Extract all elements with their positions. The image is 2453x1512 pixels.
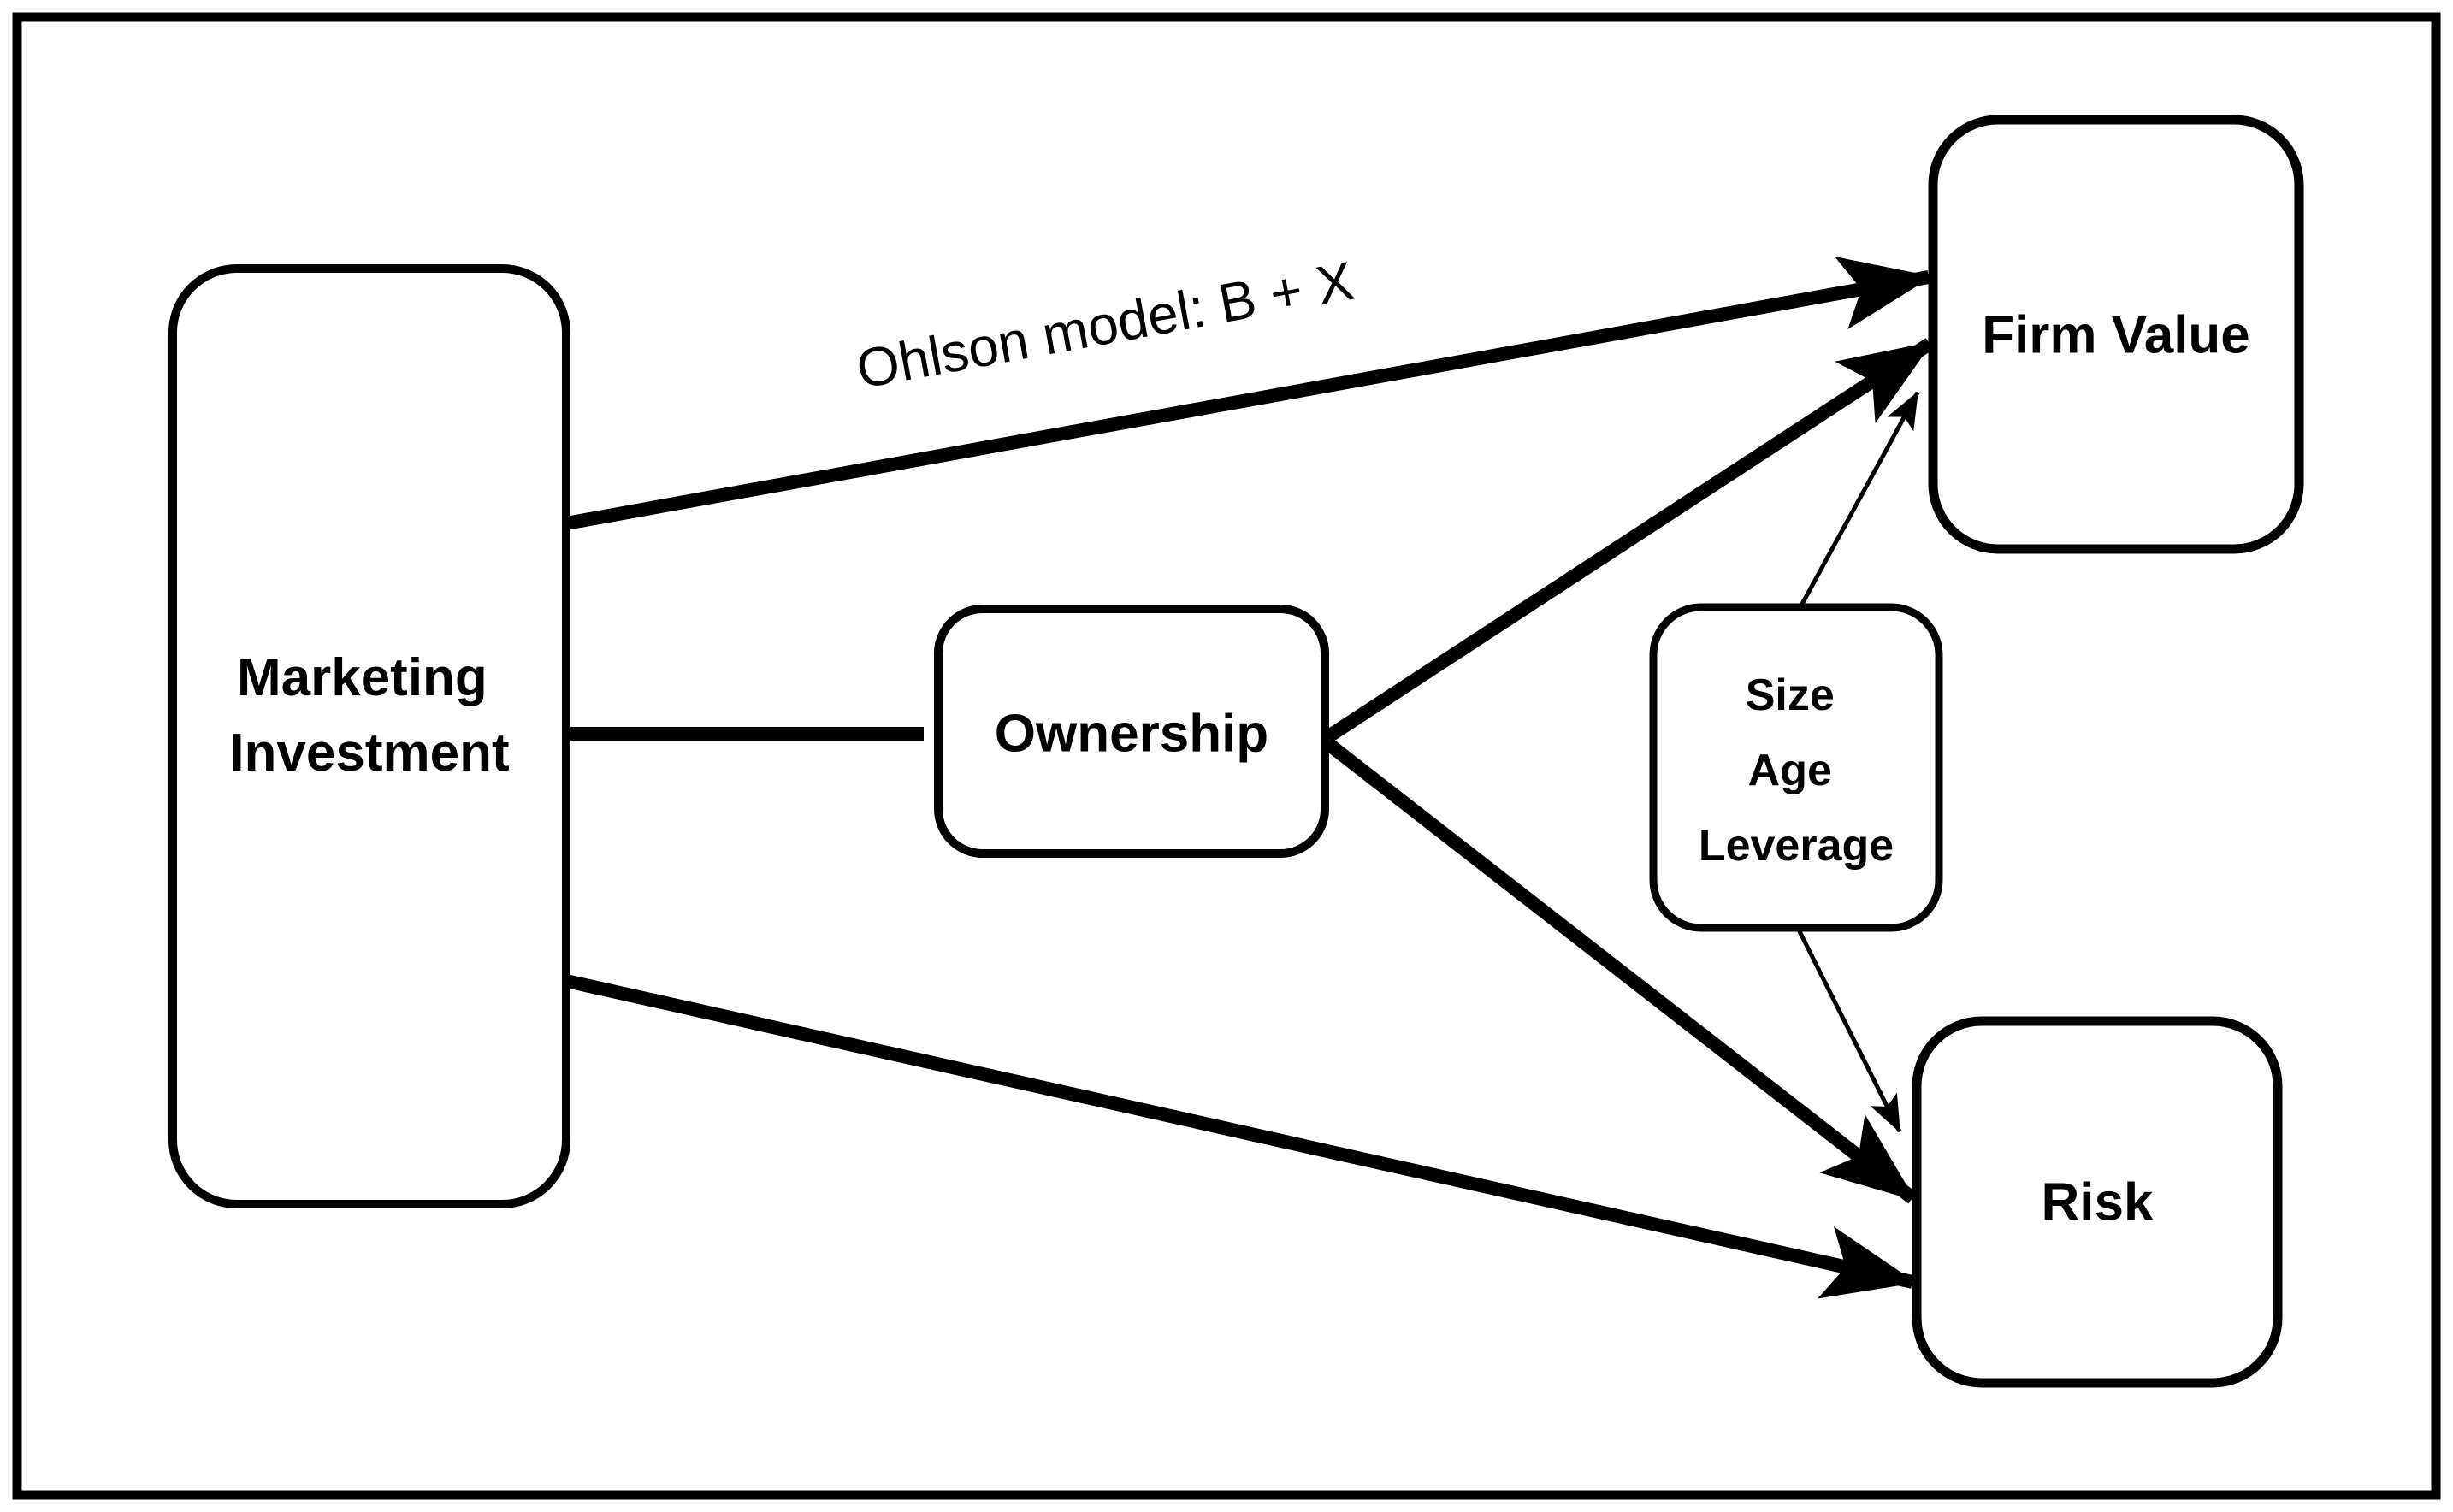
- edge-controls-to-firm-value: [1799, 391, 1920, 607]
- node-marketing-investment: Marketing Investment: [168, 264, 570, 1208]
- marketing-investment-box: [168, 264, 570, 1208]
- risk-box: [1912, 1016, 2283, 1388]
- edge-marketing-to-risk: [564, 974, 1917, 1299]
- diagram-border: [12, 12, 2441, 1500]
- marketing-investment-label: Marketing Investment: [229, 648, 509, 783]
- ownership-label: Ownership: [995, 705, 1268, 764]
- marketing-investment-label-line2: Investment: [229, 724, 509, 783]
- firm-value-label: Firm Value: [1982, 306, 2250, 365]
- control-variables-label-line3: Leverage: [1699, 821, 1894, 871]
- marketing-investment-label-line1: Marketing: [237, 648, 488, 707]
- ownership-box: [934, 605, 1329, 858]
- firm-value-box: [1928, 115, 2304, 554]
- edge-ownership-to-firm-value: [1323, 338, 1934, 743]
- edge-ownership-to-risk: [1323, 737, 1917, 1204]
- edge-marketing-to-firm-value: [564, 256, 1933, 530]
- node-ownership: Ownership: [934, 605, 1329, 858]
- control-variables-label-line2: Age: [1748, 746, 1832, 795]
- control-variables-box: [1649, 603, 1943, 932]
- edges: [564, 256, 1934, 1299]
- node-risk: Risk: [1912, 1016, 2283, 1388]
- edge-controls-to-risk: [1796, 928, 1902, 1133]
- risk-label: Risk: [2042, 1173, 2154, 1232]
- edge-label-ohlson-model: Ohlson model: B + X: [852, 250, 1358, 400]
- node-firm-value: Firm Value: [1928, 115, 2304, 554]
- control-variables-label-line1: Size: [1746, 670, 1835, 720]
- node-control-variables: Size Age Leverage: [1649, 603, 1943, 932]
- control-variables-label: Size Age Leverage: [1699, 670, 1894, 871]
